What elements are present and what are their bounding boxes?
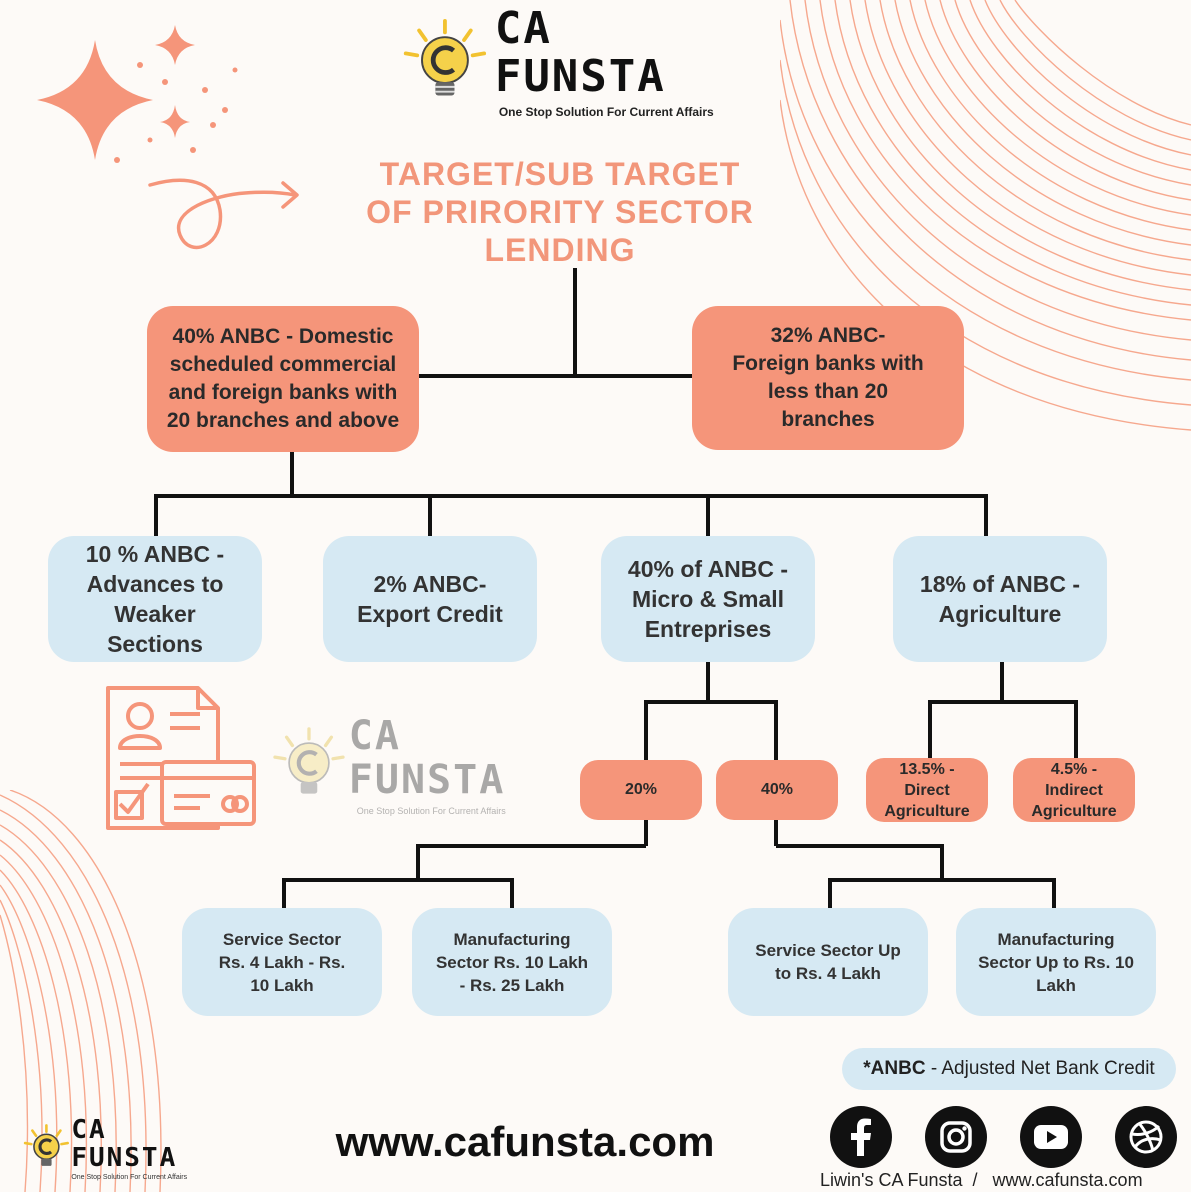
facebook-icon[interactable] xyxy=(830,1106,892,1168)
node-service-sector-20: Service Sector Rs. 4 Lakh - Rs. 10 Lakh xyxy=(182,908,382,1016)
anbc-footnote: *ANBC - Adjusted Net Bank Credit xyxy=(842,1048,1176,1090)
document-illustration-icon xyxy=(106,686,256,830)
footer-logo: CA FUNSTA One Stop Solution For Current … xyxy=(22,1114,222,1181)
footer-website[interactable]: www.cafunsta.com xyxy=(335,1118,715,1165)
bulb-watermark-icon xyxy=(273,727,345,794)
header-brand-name: CA FUNSTA xyxy=(494,3,666,102)
swirl-decoration-top-right xyxy=(780,0,1191,431)
header-logo: CA FUNSTA One Stop Solution For Current … xyxy=(400,5,740,119)
node-manufacturing-sector-20: Manufacturing Sector Rs. 10 Lakh - Rs. 2… xyxy=(412,908,612,1016)
youtube-icon[interactable] xyxy=(1020,1106,1082,1168)
node-indirect-agriculture: 4.5% - Indirect Agriculture xyxy=(1013,758,1135,822)
watermark-brand-name: CA FUNSTA xyxy=(348,713,506,803)
node-foreign-banks: 32% ANBC- Foreign banks with less than 2… xyxy=(692,306,964,450)
node-agriculture: 18% of ANBC - Agriculture xyxy=(893,536,1107,662)
sparkle-stars-decoration xyxy=(37,25,238,163)
title-line-3: LENDING xyxy=(484,232,636,268)
title-line-1: TARGET/SUB TARGET xyxy=(379,156,741,192)
node-domestic-banks: 40% ANBC - Domestic scheduled commercial… xyxy=(147,306,419,452)
diagram-title: TARGET/SUB TARGET OF PRIRORITY SECTOR LE… xyxy=(300,155,820,269)
bulb-footer-icon xyxy=(23,1124,69,1166)
anbc-footnote-term: *ANBC xyxy=(863,1058,926,1079)
bulb-logo-icon xyxy=(403,18,487,95)
node-weaker-sections: 10 % ANBC - Advances to Weaker Sections xyxy=(48,536,262,662)
footer-tagline: One Stop Solution For Current Affairs xyxy=(71,1173,188,1181)
loop-arrow-decoration xyxy=(148,178,299,250)
node-export-credit: 2% ANBC- Export Credit xyxy=(323,536,537,662)
footer-brand-name: CA FUNSTA xyxy=(71,1114,178,1173)
node-manufacturing-sector-40: Manufacturing Sector Up to Rs. 10 Lakh xyxy=(956,908,1156,1016)
node-direct-agriculture: 13.5% - Direct Agriculture xyxy=(866,758,988,822)
title-line-2: OF PRIRORITY SECTOR xyxy=(366,194,754,230)
node-msme-20: 20% xyxy=(580,760,702,820)
node-micro-small-enterprises: 40% of ANBC - Micro & Small Entreprises xyxy=(601,536,815,662)
watermark-tagline: One Stop Solution For Current Affairs xyxy=(356,806,506,816)
node-service-sector-40: Service Sector Up to Rs. 4 Lakh xyxy=(728,908,928,1016)
instagram-icon[interactable] xyxy=(925,1106,987,1168)
anbc-footnote-definition: - Adjusted Net Bank Credit xyxy=(925,1058,1155,1079)
social-caption: Liwin's CA Funsta / www.cafunsta.com xyxy=(820,1170,1143,1190)
dribbble-icon[interactable] xyxy=(1115,1106,1177,1168)
node-msme-40: 40% xyxy=(716,760,838,820)
header-tagline: One Stop Solution For Current Affairs xyxy=(498,105,714,119)
watermark-logo: CA FUNSTA One Stop Solution For Current … xyxy=(270,713,580,816)
